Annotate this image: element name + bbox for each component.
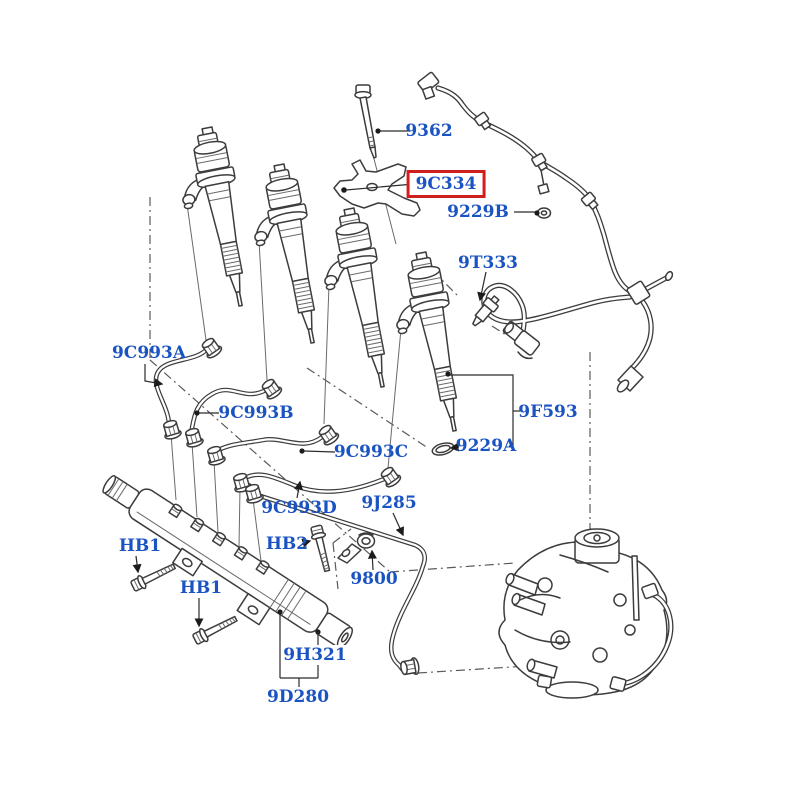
- supply-pipe-9J285: [242, 482, 428, 678]
- part-label-9J285[interactable]: 9J285: [361, 493, 417, 513]
- assembly-projection-lines: [170, 154, 402, 562]
- part-label-9C334[interactable]: 9C334: [406, 170, 486, 198]
- injector-2: [241, 160, 332, 351]
- hose-connector-top: [417, 71, 440, 100]
- pipe-clamp-9800: [337, 532, 376, 564]
- fuel-line-9C993C: [204, 422, 342, 468]
- bolt-9362: [354, 84, 377, 159]
- part-label-HB2[interactable]: HB2: [265, 534, 309, 554]
- part-label-9C993B[interactable]: 9C993B: [218, 403, 294, 423]
- part-label-9800[interactable]: 9800: [350, 569, 398, 589]
- regulator-9H321: [315, 612, 353, 649]
- nut-9229B: [536, 207, 552, 219]
- clamp-fork-9C334: [333, 159, 421, 217]
- part-label-HB1-2[interactable]: HB1: [179, 578, 223, 598]
- part-label-9229A[interactable]: 9229A: [455, 436, 517, 456]
- injection-pump: [498, 528, 674, 699]
- sensor-9T333: [472, 295, 500, 327]
- fuel-rail-9D280: [102, 475, 353, 649]
- o-ring-9229A: [431, 442, 455, 456]
- part-label-HB1-1[interactable]: HB1: [118, 536, 162, 556]
- leader-lines: [132, 128, 540, 687]
- part-label-9C993A[interactable]: 9C993A: [111, 343, 187, 363]
- leak-off-connector: [502, 320, 541, 360]
- injector-4: [383, 248, 474, 439]
- fuel-line-9C993A: [153, 335, 225, 442]
- part-label-9229B[interactable]: 9229B: [447, 202, 509, 222]
- injector-1: [169, 123, 260, 314]
- injector-3: [311, 204, 402, 395]
- fuel-line-9C993B: [182, 376, 285, 450]
- part-label-9362[interactable]: 9362: [405, 121, 453, 141]
- bolt-HB2: [308, 523, 335, 574]
- part-label-9C993D[interactable]: 9C993D: [261, 498, 337, 518]
- leak-off-hose: [417, 71, 674, 393]
- part-label-9H321[interactable]: 9H321: [281, 645, 349, 665]
- part-label-9T333[interactable]: 9T333: [458, 253, 518, 273]
- part-label-9C993C[interactable]: 9C993C: [333, 442, 409, 462]
- part-label-9F593[interactable]: 9F593: [518, 402, 578, 422]
- part-label-9D280[interactable]: 9D280: [266, 687, 330, 707]
